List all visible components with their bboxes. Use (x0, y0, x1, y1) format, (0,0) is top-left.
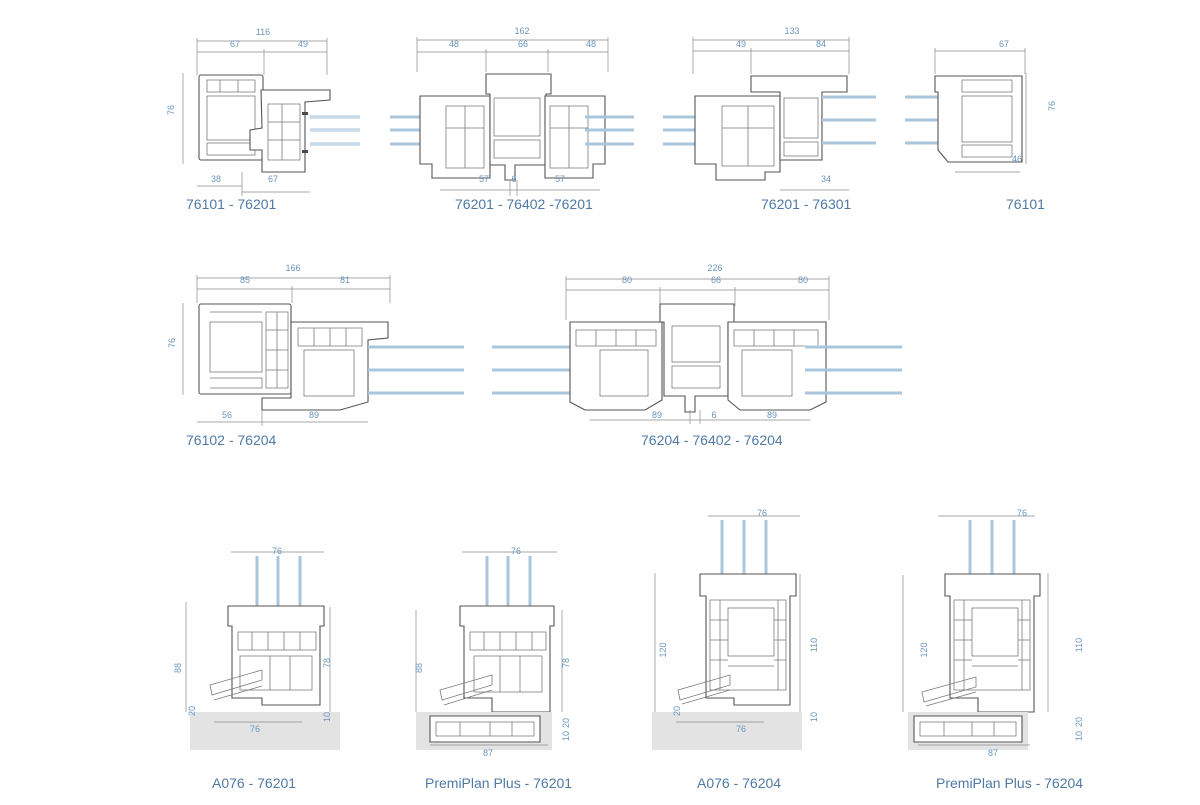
caption-76102-76204: 76102 - 76204 (186, 432, 277, 448)
frame-profile (249, 89, 331, 173)
dim-height-outer: 88 (414, 663, 424, 673)
dim-bottom-left: 38 (211, 174, 221, 184)
dim-right: 48 (586, 39, 596, 49)
drawing-76201-76301: 133 49 84 34 (663, 26, 876, 191)
sill-channel (913, 715, 1023, 743)
caption-premiplan-plus-76201: PremiPlan Plus - 76201 (425, 775, 573, 791)
dim-height-step: 10 (809, 712, 819, 722)
dim-height-inner: 110 (1074, 638, 1084, 652)
dim-total: 226 (707, 263, 722, 273)
dim-height-outer: 88 (173, 663, 183, 673)
dim-height-inner: 110 (809, 638, 819, 652)
frame-profile (261, 321, 389, 411)
dim-bottom: 87 (483, 748, 493, 758)
dim-bottom: 46 (1012, 154, 1022, 164)
dim-bottom-right: 89 (309, 410, 319, 420)
dim-total: 166 (285, 263, 300, 273)
caption-76201-76301: 76201 - 76301 (761, 196, 852, 212)
floor-slab (652, 712, 802, 750)
dim-bottom-left: 57 (479, 174, 489, 184)
frame-profile (694, 95, 781, 181)
dim-height: 76 (166, 105, 176, 115)
dim-height-sill: 20 (187, 706, 197, 716)
sash-profile (934, 75, 1023, 163)
dim-height: 76 (167, 338, 177, 348)
frame-profile (944, 573, 1041, 713)
dim-right: 81 (340, 275, 350, 285)
dim-top: 76 (272, 546, 282, 556)
dim-right: 80 (798, 275, 808, 285)
dim-height-sill: 20 (561, 718, 571, 728)
dim-left: 67 (230, 39, 240, 49)
dim-top: 76 (757, 508, 767, 518)
drawing-76201-76402-76201: 162 48 66 48 57 6 57 (390, 26, 634, 196)
dim-top: 67 (999, 39, 1009, 49)
mullion-profile (659, 303, 735, 413)
frame-profile-right (727, 321, 827, 411)
dim-bottom-right: 67 (268, 174, 278, 184)
dim-top: 76 (511, 546, 521, 556)
dim-middle: 66 (711, 275, 721, 285)
dim-top: 76 (1017, 508, 1027, 518)
sash-profile (750, 75, 848, 161)
frame-profile (699, 573, 797, 706)
dim-total: 116 (256, 27, 270, 37)
mullion-profile (485, 73, 552, 181)
dim-height-sill: 20 (1074, 717, 1084, 727)
dim-height-inner: 78 (322, 658, 332, 668)
dim-height: 76 (1047, 101, 1057, 111)
dim-bottom-left: 89 (652, 410, 662, 420)
dim-bottom-middle: 6 (511, 174, 516, 184)
dim-middle: 66 (518, 39, 528, 49)
frame-profile-right (544, 95, 606, 179)
dim-bottom: 34 (821, 174, 831, 184)
dim-bottom-middle: 6 (711, 410, 716, 420)
dim-height-step: 10 (561, 731, 571, 741)
dim-left: 80 (622, 275, 632, 285)
caption-76201-76402-76201: 76201 - 76402 -76201 (455, 196, 593, 212)
caption-76101: 76101 (1006, 196, 1045, 212)
dim-bottom: 87 (988, 748, 998, 758)
drawing-76102-76204: 166 85 81 76 56 89 (167, 263, 464, 426)
sill-channel (429, 715, 541, 743)
drawing-76204-76402-76204: 226 80 66 80 89 6 89 (492, 263, 902, 424)
dim-height-sill: 20 (672, 706, 682, 716)
dim-bottom-left: 56 (222, 410, 232, 420)
dim-total: 162 (514, 26, 529, 36)
dim-total: 133 (784, 26, 799, 36)
drawing-premiplan-plus-76201: 76 88 78 20 10 87 (414, 546, 571, 758)
dim-bottom: 76 (736, 724, 746, 734)
dim-height-outer: 120 (919, 642, 929, 657)
dim-left: 49 (736, 39, 746, 49)
drawing-76101: 67 76 46 (905, 39, 1057, 173)
dim-height-step: 10 (322, 712, 332, 722)
dim-height-step: 10 (1074, 731, 1084, 741)
dim-height-inner: 78 (561, 658, 571, 668)
dim-right: 84 (816, 39, 826, 49)
frame-profile (227, 605, 325, 706)
drawing-76101-76201: 116 67 49 76 38 67 (166, 27, 360, 196)
dim-left: 85 (240, 275, 250, 285)
dim-left: 48 (449, 39, 459, 49)
drawing-premiplan-plus-76204: 76 120 110 20 10 87 (902, 508, 1084, 758)
dim-height-outer: 120 (658, 642, 668, 657)
caption-76101-76201: 76101 - 76201 (186, 196, 277, 212)
dim-right: 49 (298, 39, 308, 49)
caption-76204-76402-76204: 76204 - 76402 - 76204 (641, 432, 783, 448)
dim-bottom: 76 (250, 724, 260, 734)
dim-bottom-right: 89 (767, 410, 777, 420)
caption-A076-76201: A076 - 76201 (212, 775, 297, 791)
drawing-A076-76204: 76 120 110 20 10 76 (652, 508, 819, 750)
frame-profile-left (419, 95, 491, 179)
caption-premiplan-plus-76204: PremiPlan Plus - 76204 (936, 775, 1084, 791)
drawing-A076-76201: 76 88 78 20 10 76 (173, 546, 340, 750)
caption-A076-76204: A076 - 76204 (697, 775, 782, 791)
floor-slab (190, 712, 340, 750)
dim-bottom-right: 57 (555, 174, 565, 184)
